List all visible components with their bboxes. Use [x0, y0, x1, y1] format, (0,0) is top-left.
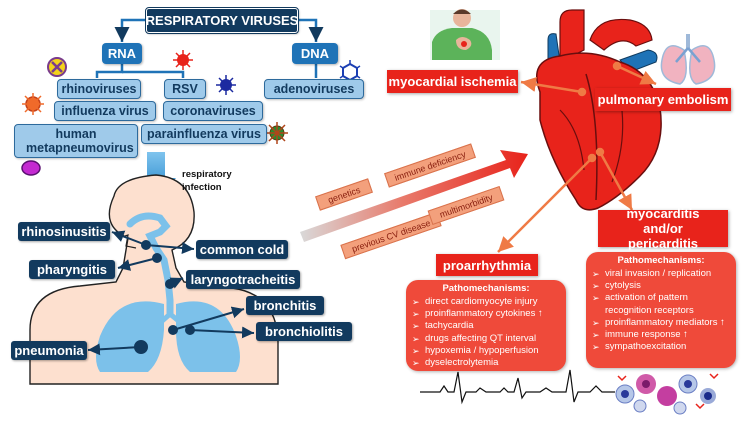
navy-virus-icon	[216, 75, 236, 95]
list-item: activation of pattern recognition recept…	[592, 292, 732, 316]
green-virus-icon	[266, 122, 288, 144]
myocarditis-pathomechanisms-panel: Pathomechanisms: viral invasion / replic…	[586, 252, 736, 368]
laryngotracheitis-box: laryngotracheitis	[186, 270, 300, 289]
coronaviruses-box: coronaviruses	[163, 101, 263, 121]
myocarditis-pericarditis-label: myocarditis and/or pericarditis	[626, 206, 700, 251]
myocarditis-panel-heading: Pathomechanisms:	[617, 255, 705, 266]
proarrhythmia-panel-heading: Pathomechanisms:	[442, 283, 530, 294]
pneumonia-box: pneumonia	[11, 341, 87, 360]
list-item: proinflammatory mediators ↑	[592, 317, 732, 329]
myocarditis-pericarditis-box: myocarditis and/or pericarditis	[598, 206, 728, 251]
proarrhythmia-box: proarrhythmia	[436, 254, 538, 276]
list-item: hypoxemia / hypoperfusion	[412, 345, 562, 357]
myocarditis-mechanism-list: viral invasion / replication cytolysis a…	[586, 268, 736, 354]
complication-connectors	[497, 61, 657, 253]
orange-virus-icon	[22, 93, 44, 115]
influenza-box: influenza virus	[54, 101, 156, 121]
yellow-virus-icon	[47, 57, 67, 77]
rhinoviruses-box: rhinoviruses	[57, 79, 141, 99]
human-metapneumovirus-box: human metapneumovirus	[14, 124, 138, 158]
list-item: viral invasion / replication	[592, 268, 732, 280]
respiratory-viruses-title: RESPIRATORY VIRUSES	[145, 7, 299, 34]
virus-icons	[21, 50, 361, 176]
condition-pointers	[87, 230, 255, 356]
parainfluenza-box: parainfluenza virus	[141, 124, 267, 144]
patient-icon	[430, 9, 500, 60]
adenoviruses-box: adenoviruses	[264, 79, 364, 99]
rna-box: RNA	[102, 43, 142, 64]
red-virus-icon	[173, 50, 193, 70]
rhinosinusitis-box: rhinosinusitis	[18, 222, 110, 241]
list-item: direct cardiomyocyte injury	[412, 296, 562, 308]
ecg-trace	[420, 369, 615, 405]
list-item: tachycardia	[412, 320, 562, 332]
lungs-icon	[660, 34, 716, 85]
list-item: dyselectrolytemia	[412, 357, 562, 369]
proarrhythmia-mechanism-list: direct cardiomyocyte injury proinflammat…	[406, 296, 566, 369]
cv-complications-arrow	[300, 150, 528, 242]
magenta-virus-icon	[21, 160, 41, 176]
respiratory-infection-label: respiratory infection	[182, 169, 232, 193]
list-item: proinflammatory cytokines ↑	[412, 308, 562, 320]
rsv-box: RSV	[164, 79, 206, 99]
list-item: drugs affecting QT interval	[412, 333, 562, 345]
list-item: immune response ↑	[592, 329, 732, 341]
common-cold-box: common cold	[196, 240, 288, 259]
list-item: cytolysis	[592, 280, 732, 292]
human-metapneumovirus-label: human metapneumovirus	[26, 127, 134, 155]
proarrhythmia-pathomechanisms-panel: Pathomechanisms: direct cardiomyocyte in…	[406, 280, 566, 371]
pulmonary-embolism-box: pulmonary embolism	[595, 88, 731, 111]
bronchiolitis-box: bronchiolitis	[256, 322, 352, 341]
bronchitis-box: bronchitis	[246, 296, 324, 315]
dna-box: DNA	[292, 43, 338, 64]
myocardial-ischemia-box: myocardial ischemia	[387, 70, 518, 93]
pharyngitis-box: pharyngitis	[29, 260, 115, 279]
immune-cells-icon	[615, 373, 719, 415]
list-item: sympathoexcitation	[592, 341, 732, 353]
tree-connectors	[95, 18, 324, 78]
